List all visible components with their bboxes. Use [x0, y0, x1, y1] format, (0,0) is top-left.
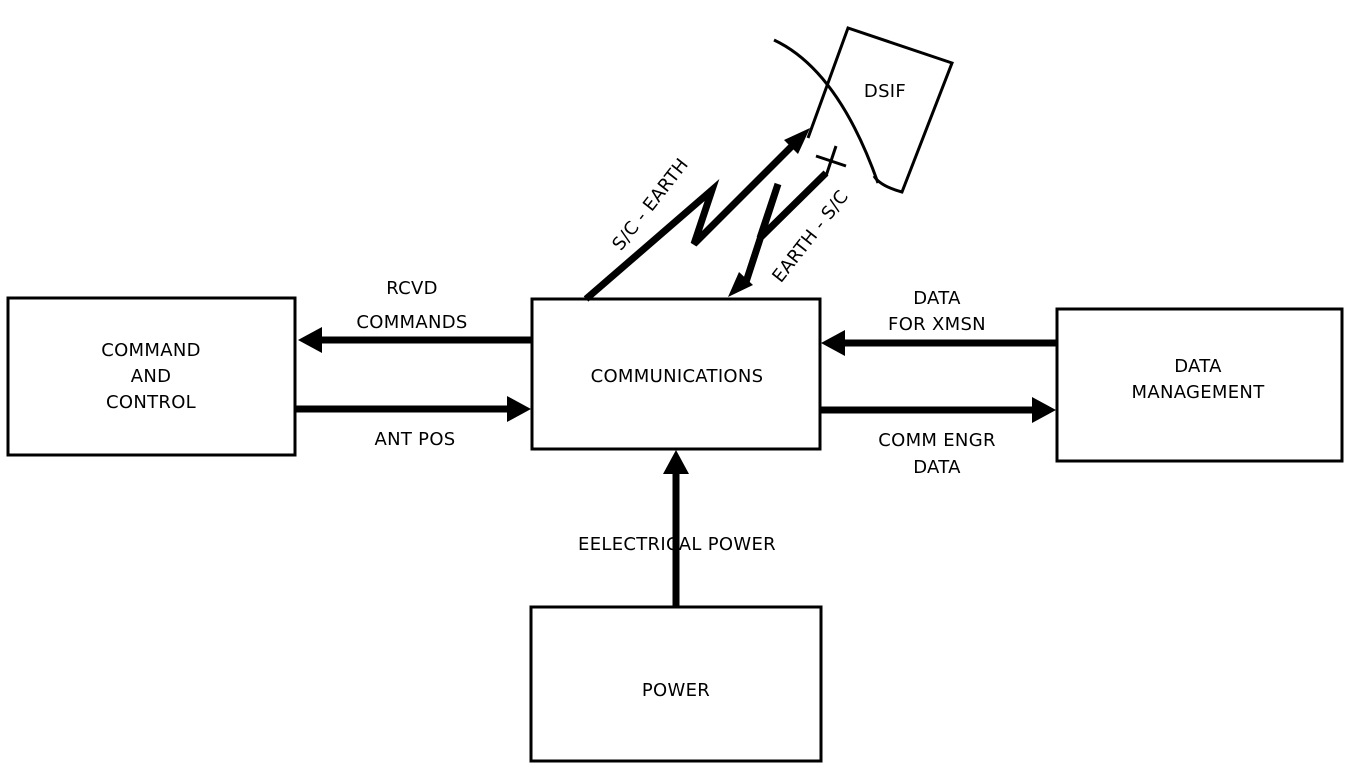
comm-engr-data-label-line1: COMM ENGR [878, 430, 996, 451]
comm-engr-data-arrowhead [1032, 397, 1056, 423]
electrical-power-arrow [663, 450, 689, 607]
dsif-station: DSIF [773, 26, 954, 194]
command-and-control-label-line2: AND [131, 366, 172, 387]
data-management-label-line2: MANAGEMENT [1132, 382, 1266, 403]
dsif-dish-arc [773, 38, 880, 184]
command-and-control-label-line1: COMMAND [101, 340, 201, 361]
earth-sc-link [728, 170, 829, 297]
communications-block: COMMUNICATIONS [530, 297, 822, 451]
ant-pos-label: ANT POS [374, 429, 455, 450]
sc-earth-zigzag [583, 141, 797, 302]
power-label: POWER [642, 680, 710, 701]
ant-pos-arrow [295, 396, 531, 422]
communications-label: COMMUNICATIONS [591, 366, 764, 387]
sc-earth-link [583, 128, 810, 302]
comm-engr-data-label-line2: DATA [913, 457, 961, 478]
ant-pos-arrowhead [507, 396, 531, 422]
data-for-xmsn-arrow [821, 330, 1057, 356]
earth-sc-arrowhead [728, 272, 753, 297]
electrical-power-arrowhead [663, 450, 689, 474]
earth-sc-zigzag [742, 170, 829, 284]
dsif-label: DSIF [864, 81, 906, 102]
rcvd-commands-arrow [298, 327, 532, 353]
rcvd-commands-label-line1: RCVD [386, 278, 438, 299]
comm-engr-data-arrow [820, 397, 1056, 423]
command-and-control-label-line3: CONTROL [106, 392, 196, 413]
sc-earth-arrowhead [784, 128, 810, 154]
earth-sc-label: EARTH - S/C [768, 187, 853, 287]
data-for-xmsn-label-line2: FOR XMSN [888, 314, 986, 335]
data-management-label-line1: DATA [1174, 356, 1222, 377]
rcvd-commands-arrowhead [298, 327, 322, 353]
dsif-feed-bar [815, 154, 847, 168]
power-box [529, 605, 823, 763]
data-for-xmsn-label-line1: DATA [913, 288, 961, 309]
rcvd-commands-label-line2: COMMANDS [356, 312, 467, 333]
command-and-control-block: COMMAND AND CONTROL [6, 296, 297, 457]
command-and-control-box [6, 296, 297, 457]
power-block: POWER [529, 605, 823, 763]
electrical-power-label: EELECTRICAL POWER [578, 534, 776, 555]
data-management-box [1055, 307, 1344, 463]
communications-box [530, 297, 822, 451]
data-management-block: DATA MANAGEMENT [1055, 307, 1344, 463]
data-for-xmsn-arrowhead [821, 330, 845, 356]
